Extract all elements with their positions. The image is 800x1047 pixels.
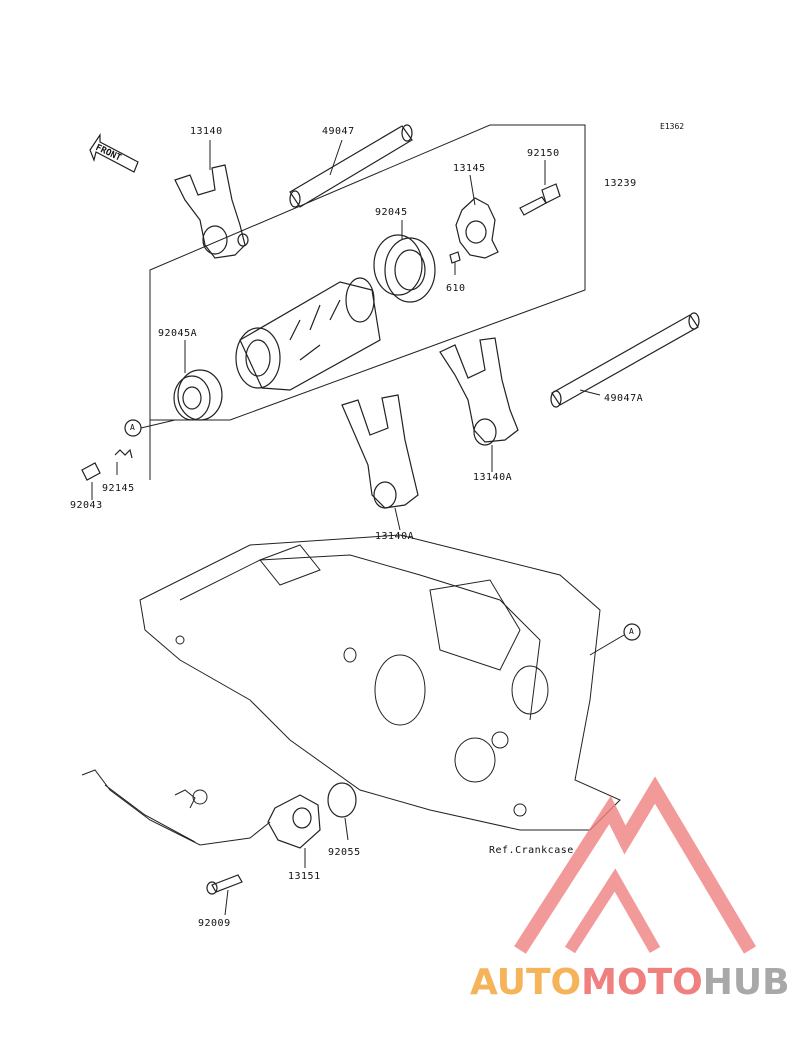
bearing-92045A [173, 369, 223, 421]
assembly-bracket [149, 124, 586, 480]
part-label-92043[interactable]: 92043 [70, 500, 103, 511]
part-label-92055[interactable]: 92055 [328, 847, 361, 858]
bolt-92009 [206, 874, 243, 895]
shift-fork-13140A-left [341, 394, 419, 509]
part-label-13151[interactable]: 13151 [288, 871, 321, 882]
reference-crankcase-text: Ref.Crankcase [489, 845, 574, 856]
watermark-part2: MOTO [581, 962, 703, 1003]
shift-rod-49047A [550, 312, 700, 408]
front-arrow-icon [89, 133, 139, 173]
bearing-92045 [373, 234, 436, 303]
part-label-92150[interactable]: 92150 [527, 148, 560, 159]
part-label-13140[interactable]: 13140 [190, 126, 223, 137]
o-ring-92055 [327, 782, 357, 818]
watermark-text: AUTOMOTOHUB [470, 962, 790, 1003]
part-label-92009[interactable]: 92009 [198, 918, 231, 929]
part-label-13239[interactable]: 13239 [604, 178, 637, 189]
pin-92043 [81, 462, 101, 481]
watermark-logo-icon [514, 776, 757, 954]
part-label-610[interactable]: 610 [446, 283, 466, 294]
shift-plate-13145 [455, 197, 499, 259]
part-label-13145[interactable]: 13145 [453, 163, 486, 174]
shift-fork-13140A-right [439, 337, 519, 446]
part-label-13140A-left[interactable]: 13140A [375, 531, 415, 542]
shift-fork-13140 [174, 164, 249, 259]
part-label-92045A[interactable]: 92045A [158, 328, 198, 339]
pin-610 [449, 251, 461, 264]
diagram-code: E1362 [660, 122, 685, 131]
callout-a-label-2: A [629, 627, 634, 636]
crankcase-ref [139, 534, 621, 831]
watermark-part3: HUB [702, 962, 790, 1003]
leader-lines [91, 139, 601, 916]
spring-92145 [114, 448, 133, 459]
callout-a-circle-2 [623, 623, 641, 641]
watermark-part1: AUTO [470, 962, 582, 1003]
sensor-13151 [267, 794, 321, 849]
wire-harness [81, 769, 271, 846]
part-label-49047[interactable]: 49047 [322, 126, 355, 137]
part-label-92045[interactable]: 92045 [375, 207, 408, 218]
shift-drum [235, 277, 381, 391]
part-label-92145[interactable]: 92145 [102, 483, 135, 494]
shift-rod-49047 [289, 124, 413, 208]
bolt-92150 [519, 183, 561, 216]
callout-a-label-1: A [130, 423, 135, 432]
part-label-13140A-right[interactable]: 13140A [473, 472, 513, 483]
part-label-49047A[interactable]: 49047A [604, 393, 644, 404]
